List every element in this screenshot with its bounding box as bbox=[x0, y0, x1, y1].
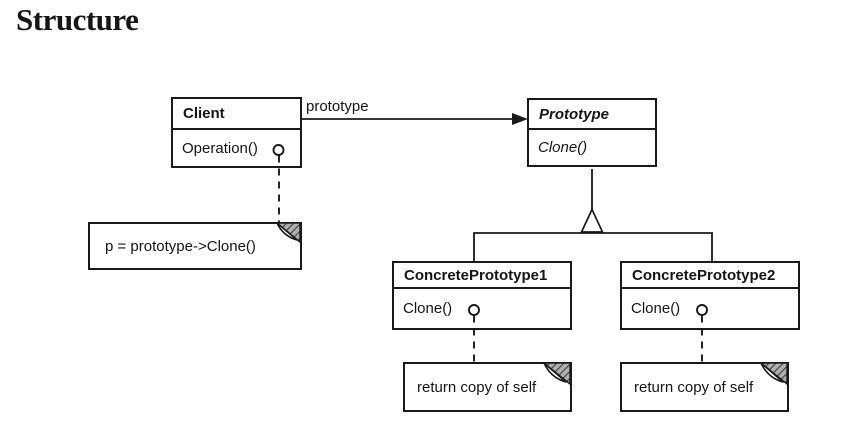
prototype-method-clone: Clone() bbox=[538, 139, 588, 156]
prototype-class-name: Prototype bbox=[529, 100, 655, 130]
inheritance-triangle-icon bbox=[580, 207, 604, 233]
page-title: Structure bbox=[16, 2, 139, 37]
class-box-concrete-prototype-1: ConcretePrototype1 Clone() bbox=[392, 261, 572, 330]
note-text-concrete2: return copy of self bbox=[634, 378, 754, 396]
association-label-prototype: prototype bbox=[306, 98, 369, 115]
client-method-operation: Operation() bbox=[182, 139, 258, 157]
note-box-client: p = prototype->Clone() bbox=[88, 222, 302, 270]
client-class-name: Client bbox=[173, 99, 300, 130]
arrowhead-icon bbox=[512, 113, 528, 125]
concrete2-class-name: ConcretePrototype2 bbox=[622, 263, 798, 289]
note-box-concrete1: return copy of self bbox=[403, 362, 572, 412]
note-text-concrete1: return copy of self bbox=[417, 378, 537, 396]
class-box-prototype: Prototype Clone() bbox=[527, 98, 657, 167]
note-text-client: p = prototype->Clone() bbox=[105, 237, 256, 255]
note-box-concrete2: return copy of self bbox=[620, 362, 789, 412]
concrete1-class-name: ConcretePrototype1 bbox=[394, 263, 570, 289]
concrete1-method-clone: Clone() bbox=[403, 300, 453, 317]
concrete2-method-clone: Clone() bbox=[631, 300, 681, 317]
class-box-client: Client Operation() bbox=[171, 97, 302, 168]
inheritance-rail-line bbox=[473, 232, 713, 261]
class-box-concrete-prototype-2: ConcretePrototype2 Clone() bbox=[620, 261, 800, 330]
